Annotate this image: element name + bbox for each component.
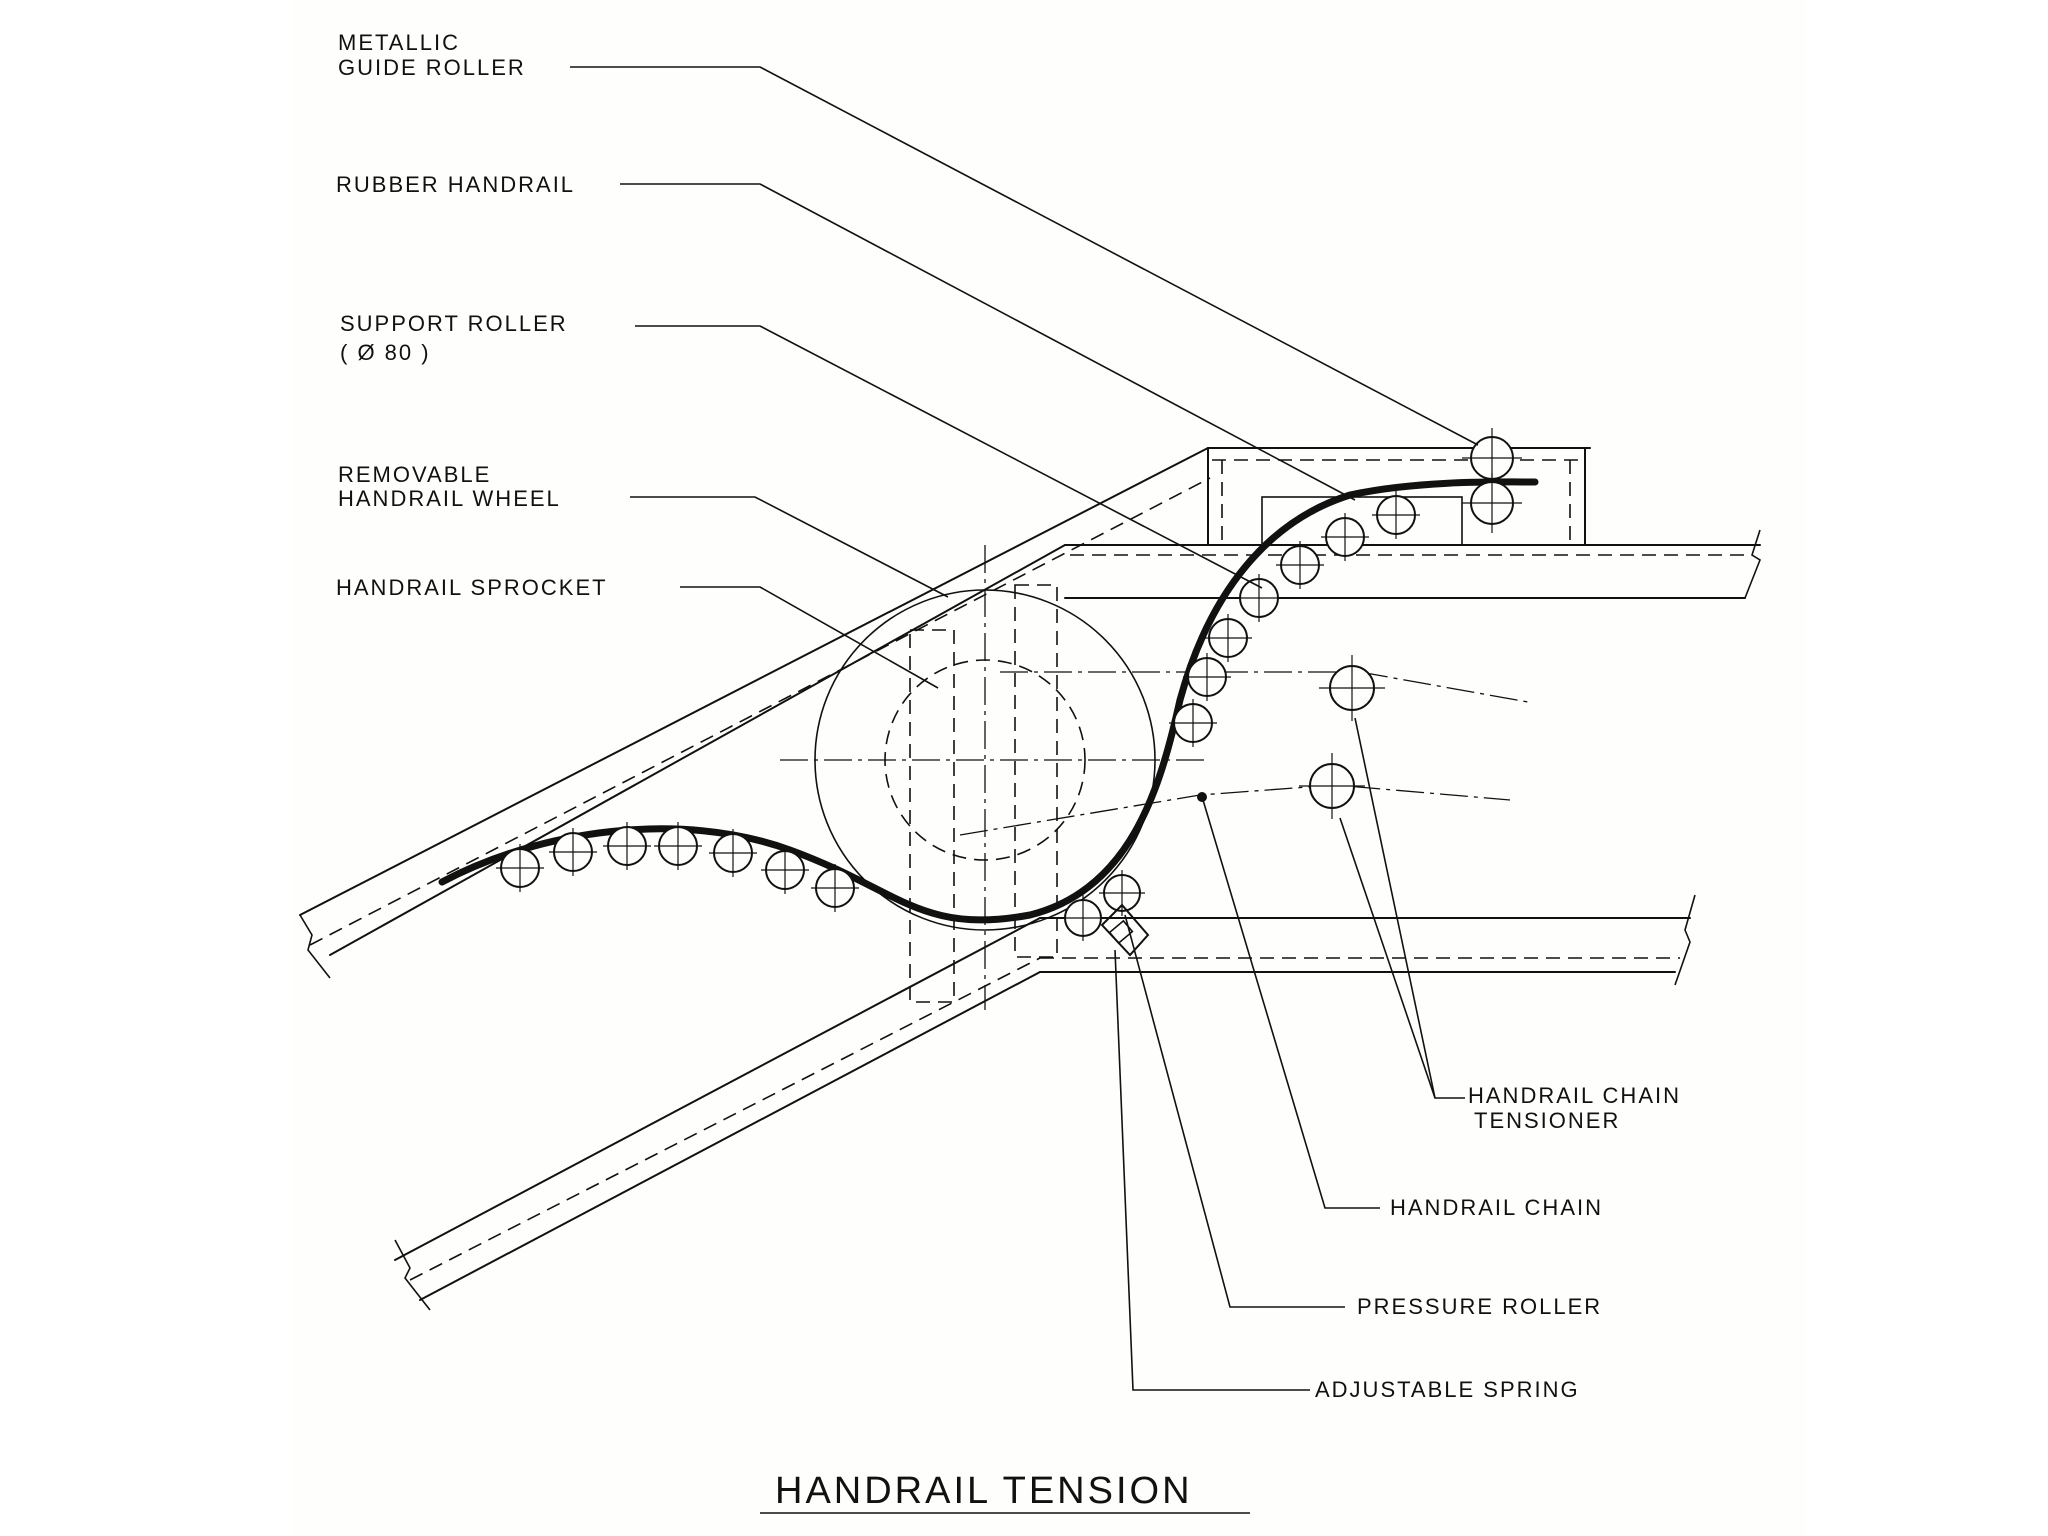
handrail-sprocket bbox=[780, 545, 1210, 1010]
label-metallic-guide-roller-1: METALLIC bbox=[338, 30, 460, 55]
support-roller bbox=[1169, 699, 1217, 747]
rubber-handrail bbox=[438, 478, 1539, 924]
support-roller bbox=[496, 844, 544, 892]
label-handrail-chain-tensioner-2: TENSIONER bbox=[1474, 1108, 1620, 1133]
support-roller bbox=[1372, 491, 1420, 539]
label-support-roller-1: SUPPORT ROLLER bbox=[340, 311, 568, 336]
support-roller bbox=[1204, 614, 1252, 662]
label-handrail-chain: HANDRAIL CHAIN bbox=[1390, 1195, 1603, 1220]
support-roller bbox=[1321, 513, 1369, 561]
support-roller bbox=[761, 846, 809, 894]
label-metallic-guide-roller-2: GUIDE ROLLER bbox=[338, 55, 526, 80]
label-handrail-sprocket: HANDRAIL SPROCKET bbox=[336, 575, 608, 600]
support-roller bbox=[1235, 574, 1283, 622]
label-adjustable-spring: ADJUSTABLE SPRING bbox=[1315, 1377, 1580, 1402]
support-roller bbox=[654, 822, 702, 870]
adjustable-spring bbox=[1100, 903, 1150, 957]
label-removable-handrail-wheel-1: REMOVABLE bbox=[338, 462, 491, 487]
handrail-chain-tensioner bbox=[1299, 655, 1385, 819]
label-rubber-handrail: RUBBER HANDRAIL bbox=[336, 172, 575, 197]
support-roller bbox=[811, 864, 859, 912]
label-support-roller-2: ( Ø 80 ) bbox=[340, 340, 431, 365]
metallic-guide-roller bbox=[1462, 428, 1522, 533]
support-roller bbox=[1183, 653, 1231, 701]
support-posts bbox=[909, 584, 1058, 1003]
diagram-title: HANDRAIL TENSION bbox=[775, 1470, 1193, 1512]
support-rollers bbox=[496, 491, 1420, 912]
pressure-roller bbox=[1060, 870, 1145, 941]
drawing-sheet bbox=[293, 0, 1805, 1536]
support-roller bbox=[549, 828, 597, 876]
support-roller bbox=[709, 829, 757, 877]
label-handrail-chain-tensioner-1: HANDRAIL CHAIN bbox=[1468, 1083, 1681, 1108]
handrail-chain bbox=[959, 671, 1529, 836]
support-roller bbox=[603, 822, 651, 870]
label-removable-handrail-wheel-2: HANDRAIL WHEEL bbox=[338, 486, 561, 511]
leader-lines bbox=[570, 66, 1479, 1514]
right-callouts: HANDRAIL CHAIN TENSIONER HANDRAIL CHAIN … bbox=[1315, 1083, 1681, 1402]
left-callouts: METALLIC GUIDE ROLLER RUBBER HANDRAIL SU… bbox=[336, 30, 608, 600]
support-roller bbox=[1276, 541, 1324, 589]
label-pressure-roller: PRESSURE ROLLER bbox=[1357, 1294, 1602, 1319]
